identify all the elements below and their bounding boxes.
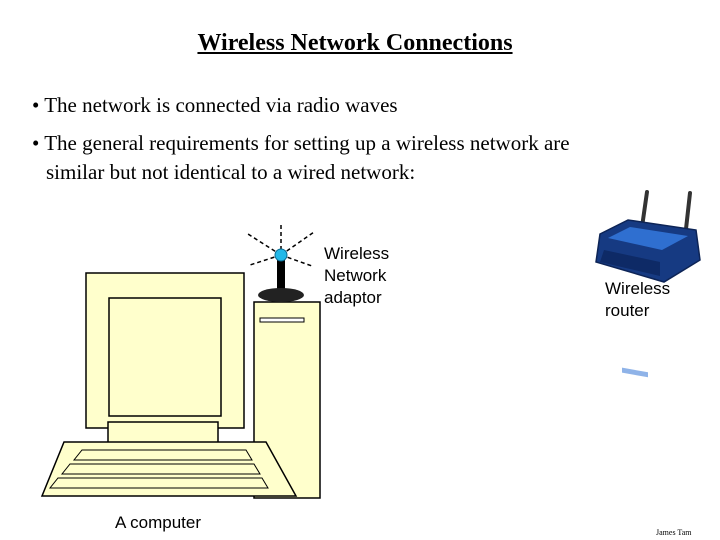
router-label: Wireless router [605, 278, 670, 322]
adaptor-label: Wireless Network adaptor [324, 243, 389, 309]
bullet-requirements-line2: similar but not identical to a wired net… [46, 160, 416, 184]
adaptor-label-line3: adaptor [324, 288, 382, 307]
bullet-requirements: • The general requirements for setting u… [32, 129, 672, 187]
router-label-line1: Wireless [605, 279, 671, 298]
adaptor-label-line2: Network [324, 266, 387, 285]
router-label-line2: router [605, 301, 650, 320]
keyboard-icon [40, 441, 298, 497]
bullet-requirements-line1: • The general requirements for setting u… [32, 131, 570, 155]
slide-title: Wireless Network Connections [197, 30, 513, 56]
monitor-icon [85, 272, 245, 445]
computer-label: A computer [115, 513, 201, 532]
bullet-radio-waves: • The network is connected via radio wav… [32, 93, 398, 117]
adaptor-label-line1: Wireless [324, 244, 390, 263]
wireless-adaptor-icon [247, 222, 315, 302]
wireless-router-icon [595, 190, 701, 378]
author-credit: James Tam [656, 528, 692, 537]
